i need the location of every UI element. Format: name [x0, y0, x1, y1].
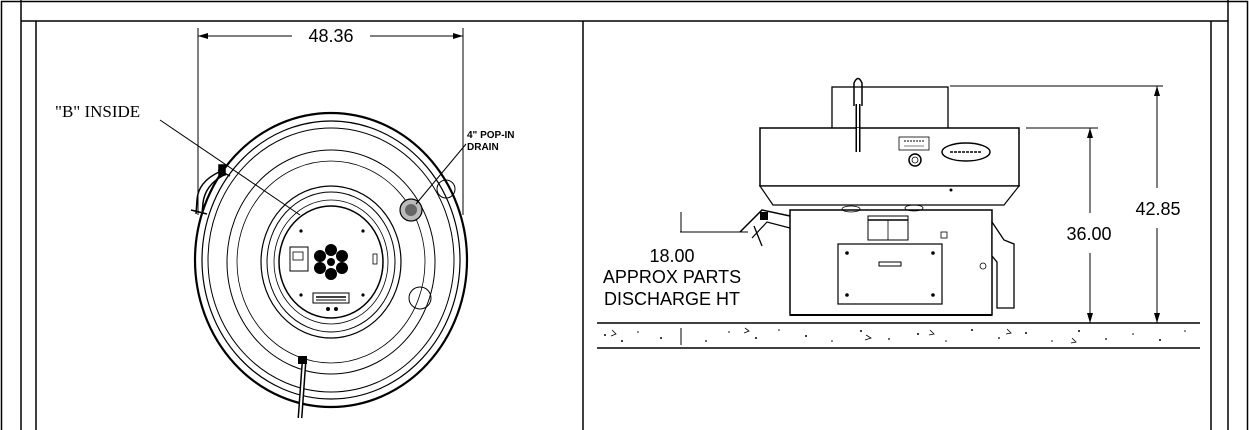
drain-label-line1: 4" POP-IN	[467, 130, 515, 141]
tub-height-dimension	[1026, 127, 1098, 323]
discharge-height-value: 18.00	[649, 246, 694, 266]
side-view-panel: 18.00 APPROX PARTS DISCHARGE HT 36.00 42…	[597, 77, 1200, 349]
width-dimension-label: 48.36	[308, 26, 353, 46]
side-ports	[408, 179, 456, 310]
left-handle	[190, 164, 231, 215]
floor-slab	[597, 322, 1200, 349]
drain-leader	[415, 143, 467, 205]
inside-leader	[159, 119, 301, 216]
drain-label-line2: DRAIN	[467, 142, 499, 153]
base-cabinet	[789, 204, 993, 316]
bottom-handle	[297, 356, 307, 419]
overall-height-label: 42.85	[1135, 199, 1180, 219]
discharge-chute	[739, 209, 791, 247]
inner-plate	[278, 205, 384, 319]
top-view-panel: 48.36	[55, 26, 515, 419]
tub-height-label: 36.00	[1066, 224, 1111, 244]
overall-height-dimension	[950, 85, 1163, 323]
drain-port	[399, 198, 423, 222]
discharge-height-label-line1: APPROX PARTS	[603, 267, 741, 287]
tub-housing	[758, 127, 1021, 206]
width-dimension	[197, 28, 464, 215]
discharge-height-dimension	[680, 212, 748, 345]
tub-rings	[193, 111, 469, 409]
drain-pipe	[991, 219, 1015, 309]
inside-label: "B" INSIDE	[55, 102, 140, 121]
discharge-height-label-line2: DISCHARGE HT	[604, 289, 740, 309]
